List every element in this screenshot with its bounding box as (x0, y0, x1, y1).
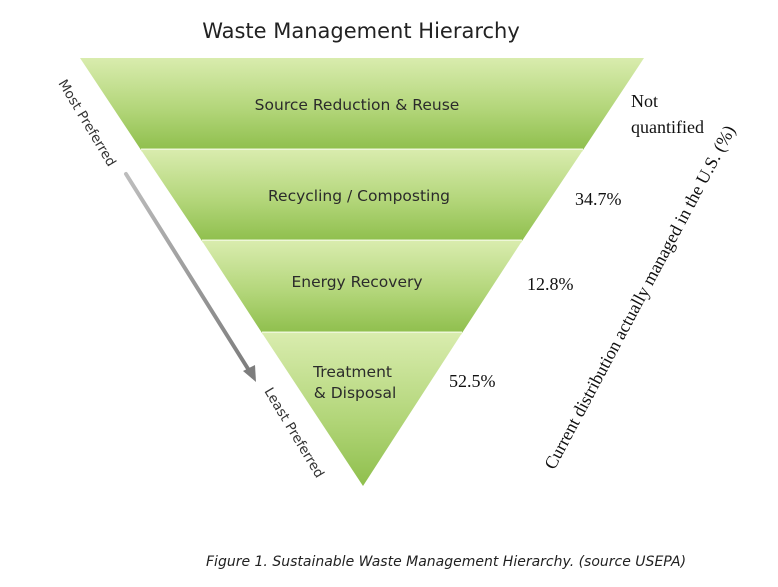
tier-value-recycling: 34.7% (575, 189, 622, 209)
preference-arrow (124, 172, 256, 382)
tier-band (262, 333, 462, 486)
arrow-head-icon (243, 365, 256, 382)
tier-treatment-disposal: Treatment & Disposal (262, 333, 462, 486)
tier-band (141, 150, 583, 241)
tier-value-energy-recovery: 12.8% (527, 274, 574, 294)
tier-band (80, 58, 644, 150)
tier-value-treatment: 52.5% (449, 371, 496, 391)
figure-caption: Figure 1. Sustainable Waste Management H… (206, 554, 686, 570)
tier-value-source-reduction: Not quantified (631, 91, 704, 137)
tier-label: Treatment & Disposal (312, 363, 397, 402)
tier-band (202, 241, 522, 333)
tier-energy-recovery: Energy Recovery (202, 241, 522, 335)
tier-label: Energy Recovery (291, 273, 422, 291)
tier-label: Source Reduction & Reuse (255, 96, 460, 114)
tier-source-reduction: Source Reduction & Reuse (80, 58, 644, 152)
diagram-title: Waste Management Hierarchy (202, 19, 520, 43)
distribution-caption: Current distribution actually managed in… (540, 122, 740, 473)
tier-recycling-composting: Recycling / Composting (141, 150, 583, 243)
tier-label: Recycling / Composting (268, 187, 450, 205)
